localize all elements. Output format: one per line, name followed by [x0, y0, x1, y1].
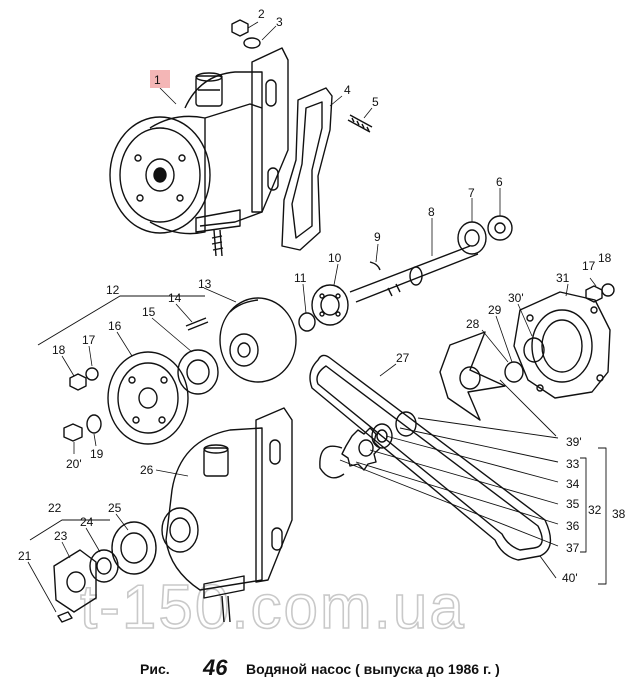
callout-20: 20'	[66, 457, 82, 471]
nut-part-29	[523, 337, 545, 363]
callout-18-right: 18	[598, 251, 612, 265]
callout-4: 4	[344, 83, 351, 97]
callout-13: 13	[198, 277, 212, 291]
callout-23: 23	[54, 529, 68, 543]
callout-40: 40'	[562, 571, 578, 585]
callout-17-right: 17	[582, 259, 596, 273]
callout-25: 25	[108, 501, 122, 515]
callout-6: 6	[496, 175, 503, 189]
callout-39: 39'	[566, 435, 582, 449]
washer-part-19	[86, 414, 102, 434]
seal-part-24	[89, 549, 119, 583]
callout-7: 7	[468, 186, 475, 200]
pump-assembly-top	[109, 19, 289, 257]
callout-36: 36	[566, 519, 580, 533]
callout-32: 32	[588, 503, 602, 517]
callout-22: 22	[48, 501, 62, 515]
callout-15: 15	[142, 305, 156, 319]
callout-27: 27	[396, 351, 410, 365]
callout-31: 31	[556, 271, 570, 285]
gasket-part-4	[281, 87, 333, 251]
callout-11: 11	[294, 271, 307, 285]
callout-37: 37	[566, 541, 580, 555]
callout-10: 10	[328, 251, 342, 265]
callout-34: 34	[566, 477, 580, 491]
hub-part-13	[219, 297, 297, 383]
figure-caption: Рис. 46 Водяной насос ( выпуска до 1986 …	[0, 655, 640, 681]
callout-leaders	[27, 21, 597, 613]
seal-part-6	[487, 215, 513, 241]
pump-body-part-26	[161, 407, 293, 623]
gasket-part-25	[111, 521, 157, 575]
callout-2: 2	[258, 7, 265, 21]
callout-5: 5	[372, 95, 379, 109]
callout-1-highlight	[150, 70, 170, 88]
stud-part-5	[347, 114, 373, 133]
callout-33: 33	[566, 457, 580, 471]
callout-9: 9	[374, 230, 381, 244]
drive-belt	[309, 354, 552, 561]
pulley-part-16	[107, 351, 189, 445]
callout-35: 35	[566, 497, 580, 511]
bracket-line-12	[37, 295, 205, 346]
washer-part-17-right	[601, 283, 615, 297]
callout-24: 24	[80, 515, 94, 529]
callout-12: 12	[106, 283, 120, 297]
washer-part-28	[504, 361, 524, 383]
caption-number: 46	[203, 655, 228, 680]
callout-16: 16	[108, 319, 122, 333]
bearing-part-10	[311, 284, 349, 326]
caption-prefix: Рис.	[140, 661, 170, 677]
callout-14: 14	[168, 291, 182, 305]
nut-part-20	[63, 423, 83, 442]
watermark: t-150.com.ua	[80, 573, 466, 642]
callout-3: 3	[276, 15, 283, 29]
impeller-part-27	[439, 331, 506, 421]
callout-8: 8	[428, 205, 435, 219]
callout-30: 30'	[508, 291, 524, 305]
callout-1: 1	[154, 73, 161, 87]
callout-19: 19	[90, 447, 104, 461]
seal-kit-parts	[319, 411, 417, 479]
caption-title: Водяной насос ( выпуска до 1986 г. )	[246, 661, 500, 677]
callout-26: 26	[140, 463, 154, 477]
flange-part-23	[53, 549, 97, 613]
callout-21: 21	[18, 549, 32, 563]
callout-18-left: 18	[52, 343, 66, 357]
callouts: 1 2 3 4 5 6 7 8 9 10 11 12 13 14 15 16 1…	[18, 7, 626, 585]
key-part-9	[369, 261, 381, 271]
callout-29: 29	[488, 303, 502, 317]
leader-lines	[339, 379, 607, 585]
callout-17-left: 17	[82, 333, 96, 347]
cover-part-31	[513, 291, 611, 399]
bracket-line-22	[29, 519, 110, 541]
washer-part-17-left	[85, 367, 99, 381]
bolt-part-21	[57, 611, 73, 623]
callout-38: 38	[612, 507, 626, 521]
ring-part-15	[177, 349, 219, 395]
ring-part-11	[298, 312, 316, 332]
pin-part-14	[185, 317, 209, 331]
shaft-part-8	[349, 245, 479, 303]
nut-part-18-left	[69, 373, 87, 391]
callout-28: 28	[466, 317, 480, 331]
